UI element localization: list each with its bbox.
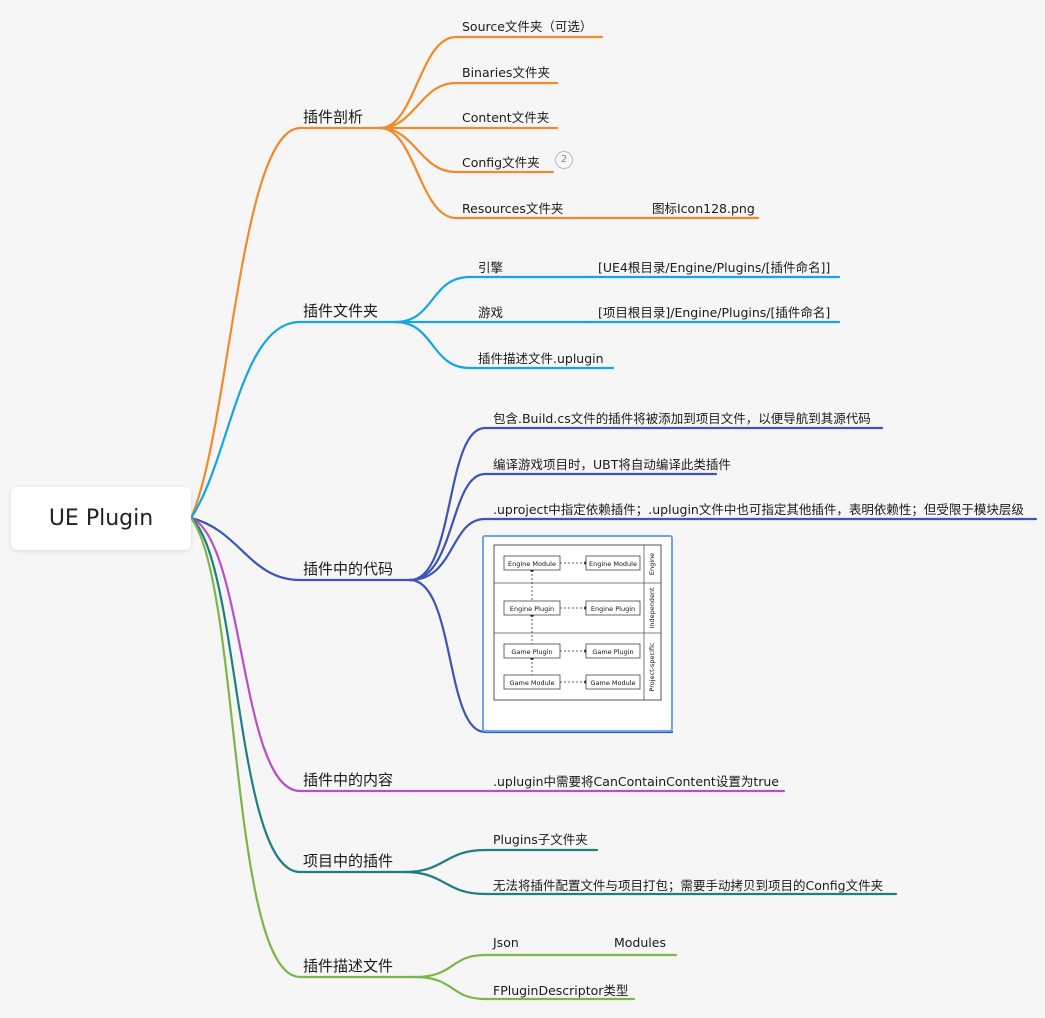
leaf-game[interactable]: 游戏 <box>478 302 503 321</box>
leaf-ubt-label: 编译游戏项目时，UBT将自动编译此类插件 <box>493 457 731 472</box>
section-independent: Independent <box>648 587 656 629</box>
section-project-specific: Project-specific <box>648 642 656 692</box>
branch-code[interactable]: 插件中的代码 <box>303 558 393 579</box>
leaf-content-label: Content文件夹 <box>462 110 550 125</box>
leaf-source-folder[interactable]: Source文件夹（可选） <box>462 16 592 35</box>
branch-anatomy-label: 插件剖析 <box>303 108 364 126</box>
branch-content-label: 插件中的内容 <box>303 771 394 789</box>
leaf-resources-folder[interactable]: Resources文件夹 <box>462 198 563 217</box>
root-title: UE Plugin <box>48 506 154 531</box>
leaf-descriptor-type[interactable]: FPluginDescriptor类型 <box>493 980 628 999</box>
leaf-engine[interactable]: 引擎 <box>478 257 503 276</box>
leaf-binaries-label: Binaries文件夹 <box>462 65 550 80</box>
leaf-config-folder[interactable]: Config文件夹 <box>462 152 540 171</box>
row-4-left: Game Module <box>509 679 554 687</box>
edges-folders <box>189 275 841 520</box>
leaf-can-contain-content[interactable]: .uplugin中需要将CanContainContent设置为true <box>493 771 779 790</box>
row-2-left: Engine Plugin <box>510 605 554 613</box>
hierarchy-frame <box>493 544 662 701</box>
row-2-right: Engine Plugin <box>591 605 635 613</box>
leaf-resources-icon-file[interactable]: 图标Icon128.png <box>652 198 755 217</box>
leaf-binaries-folder[interactable]: Binaries文件夹 <box>462 62 550 81</box>
root-node[interactable]: UE Plugin <box>11 487 191 550</box>
branch-folders[interactable]: 插件文件夹 <box>303 300 378 321</box>
branch-project[interactable]: 项目中的插件 <box>303 850 393 871</box>
hierarchy-row-1: Engine Module Engine Module <box>503 555 641 571</box>
edges-project <box>189 516 898 896</box>
branch-folders-label: 插件文件夹 <box>303 302 379 320</box>
leaf-game-label: 游戏 <box>478 305 504 320</box>
leaf-engine-label: 引擎 <box>478 260 504 275</box>
module-hierarchy-image[interactable]: Engine Module Engine Module Engine Plugi… <box>482 535 673 732</box>
edges-code <box>189 426 1038 734</box>
leaf-plugins-subfolder-label: Plugins子文件夹 <box>493 832 588 847</box>
leaf-engine-path-label: [UE4根目录/Engine/Plugins/[插件命名]] <box>598 260 831 275</box>
hierarchy-row-3: Game Plugin Game Plugin <box>503 643 641 659</box>
config-badge-count: 2 <box>560 154 568 165</box>
edges-anatomy <box>189 35 760 520</box>
leaf-dependencies-label: .uproject中指定依赖插件；.uplugin文件中也可指定其他插件，表明依… <box>493 502 1024 517</box>
row-3-left: Game Plugin <box>511 648 552 656</box>
row-1-right: Engine Module <box>589 560 637 568</box>
leaf-game-path-label: [项目根目录]/Engine/Plugins/[插件命名] <box>598 305 831 320</box>
branch-descriptor-file-label: 插件描述文件 <box>303 957 394 975</box>
config-collapsed-count-badge[interactable]: 2 <box>555 151 573 169</box>
branch-content[interactable]: 插件中的内容 <box>303 769 393 790</box>
leaf-plugins-subfolder[interactable]: Plugins子文件夹 <box>493 829 588 848</box>
leaf-descriptor-type-label: FPluginDescriptor类型 <box>493 983 629 998</box>
leaf-ubt[interactable]: 编译游戏项目时，UBT将自动编译此类插件 <box>493 454 731 473</box>
hierarchy-row-4: Game Module Game Module <box>503 674 641 690</box>
leaf-json[interactable]: Json <box>493 935 519 950</box>
leaf-game-path[interactable]: [项目根目录]/Engine/Plugins/[插件命名] <box>598 302 830 321</box>
leaf-can-contain-content-label: .uplugin中需要将CanContainContent设置为true <box>493 774 779 789</box>
row-4-right: Game Module <box>590 679 635 687</box>
leaf-resources-label: Resources文件夹 <box>462 201 564 216</box>
branch-code-label: 插件中的代码 <box>303 560 394 578</box>
branch-anatomy[interactable]: 插件剖析 <box>303 106 363 127</box>
leaf-source-label: Source文件夹（可选） <box>462 19 593 34</box>
module-hierarchy-diagram: Engine Module Engine Module Engine Plugi… <box>493 544 662 701</box>
leaf-engine-path[interactable]: [UE4根目录/Engine/Plugins/[插件命名]] <box>598 257 830 276</box>
leaf-no-pack-label: 无法将插件配置文件与项目打包；需要手动拷贝到项目的Config文件夹 <box>493 878 884 893</box>
leaf-content-folder[interactable]: Content文件夹 <box>462 107 549 126</box>
leaf-config-label: Config文件夹 <box>462 155 540 170</box>
leaf-resources-icon-label: 图标Icon128.png <box>652 201 755 216</box>
hierarchy-row-2: Engine Plugin Engine Plugin <box>503 600 641 616</box>
leaf-build-cs-label: 包含.Build.cs文件的插件将被添加到项目文件，以便导航到其源代码 <box>493 411 871 426</box>
leaf-modules[interactable]: Modules <box>614 935 666 950</box>
branch-descriptor-file[interactable]: 插件描述文件 <box>303 955 393 976</box>
leaf-descriptor-uplugin-label: 插件描述文件.uplugin <box>478 351 604 366</box>
row-1-left: Engine Module <box>508 560 556 568</box>
leaf-modules-label: Modules <box>614 935 666 950</box>
section-engine: Engine <box>648 553 656 575</box>
row-3-right: Game Plugin <box>592 648 633 656</box>
leaf-descriptor-uplugin[interactable]: 插件描述文件.uplugin <box>478 348 604 367</box>
leaf-json-label: Json <box>493 935 519 950</box>
branch-project-label: 项目中的插件 <box>303 852 394 870</box>
leaf-build-cs[interactable]: 包含.Build.cs文件的插件将被添加到项目文件，以便导航到其源代码 <box>493 408 871 427</box>
edges-content <box>189 516 786 793</box>
leaf-dependencies[interactable]: .uproject中指定依赖插件；.uplugin文件中也可指定其他插件，表明依… <box>493 499 1024 518</box>
edges-descriptor <box>189 516 678 1001</box>
leaf-no-pack[interactable]: 无法将插件配置文件与项目打包；需要手动拷贝到项目的Config文件夹 <box>493 875 883 894</box>
